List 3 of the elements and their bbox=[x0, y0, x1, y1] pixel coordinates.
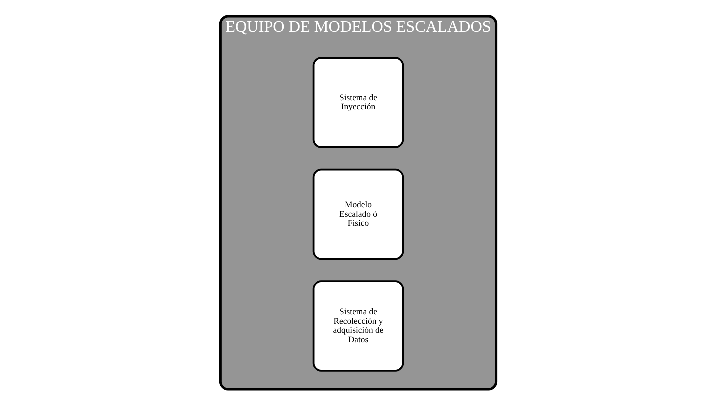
node-box: Modelo Escalado ó Físico bbox=[312, 168, 404, 260]
node-box: Sistema de Recolección y adquisición de Datos bbox=[312, 280, 404, 372]
node-box: Sistema de Inyección bbox=[312, 56, 404, 148]
